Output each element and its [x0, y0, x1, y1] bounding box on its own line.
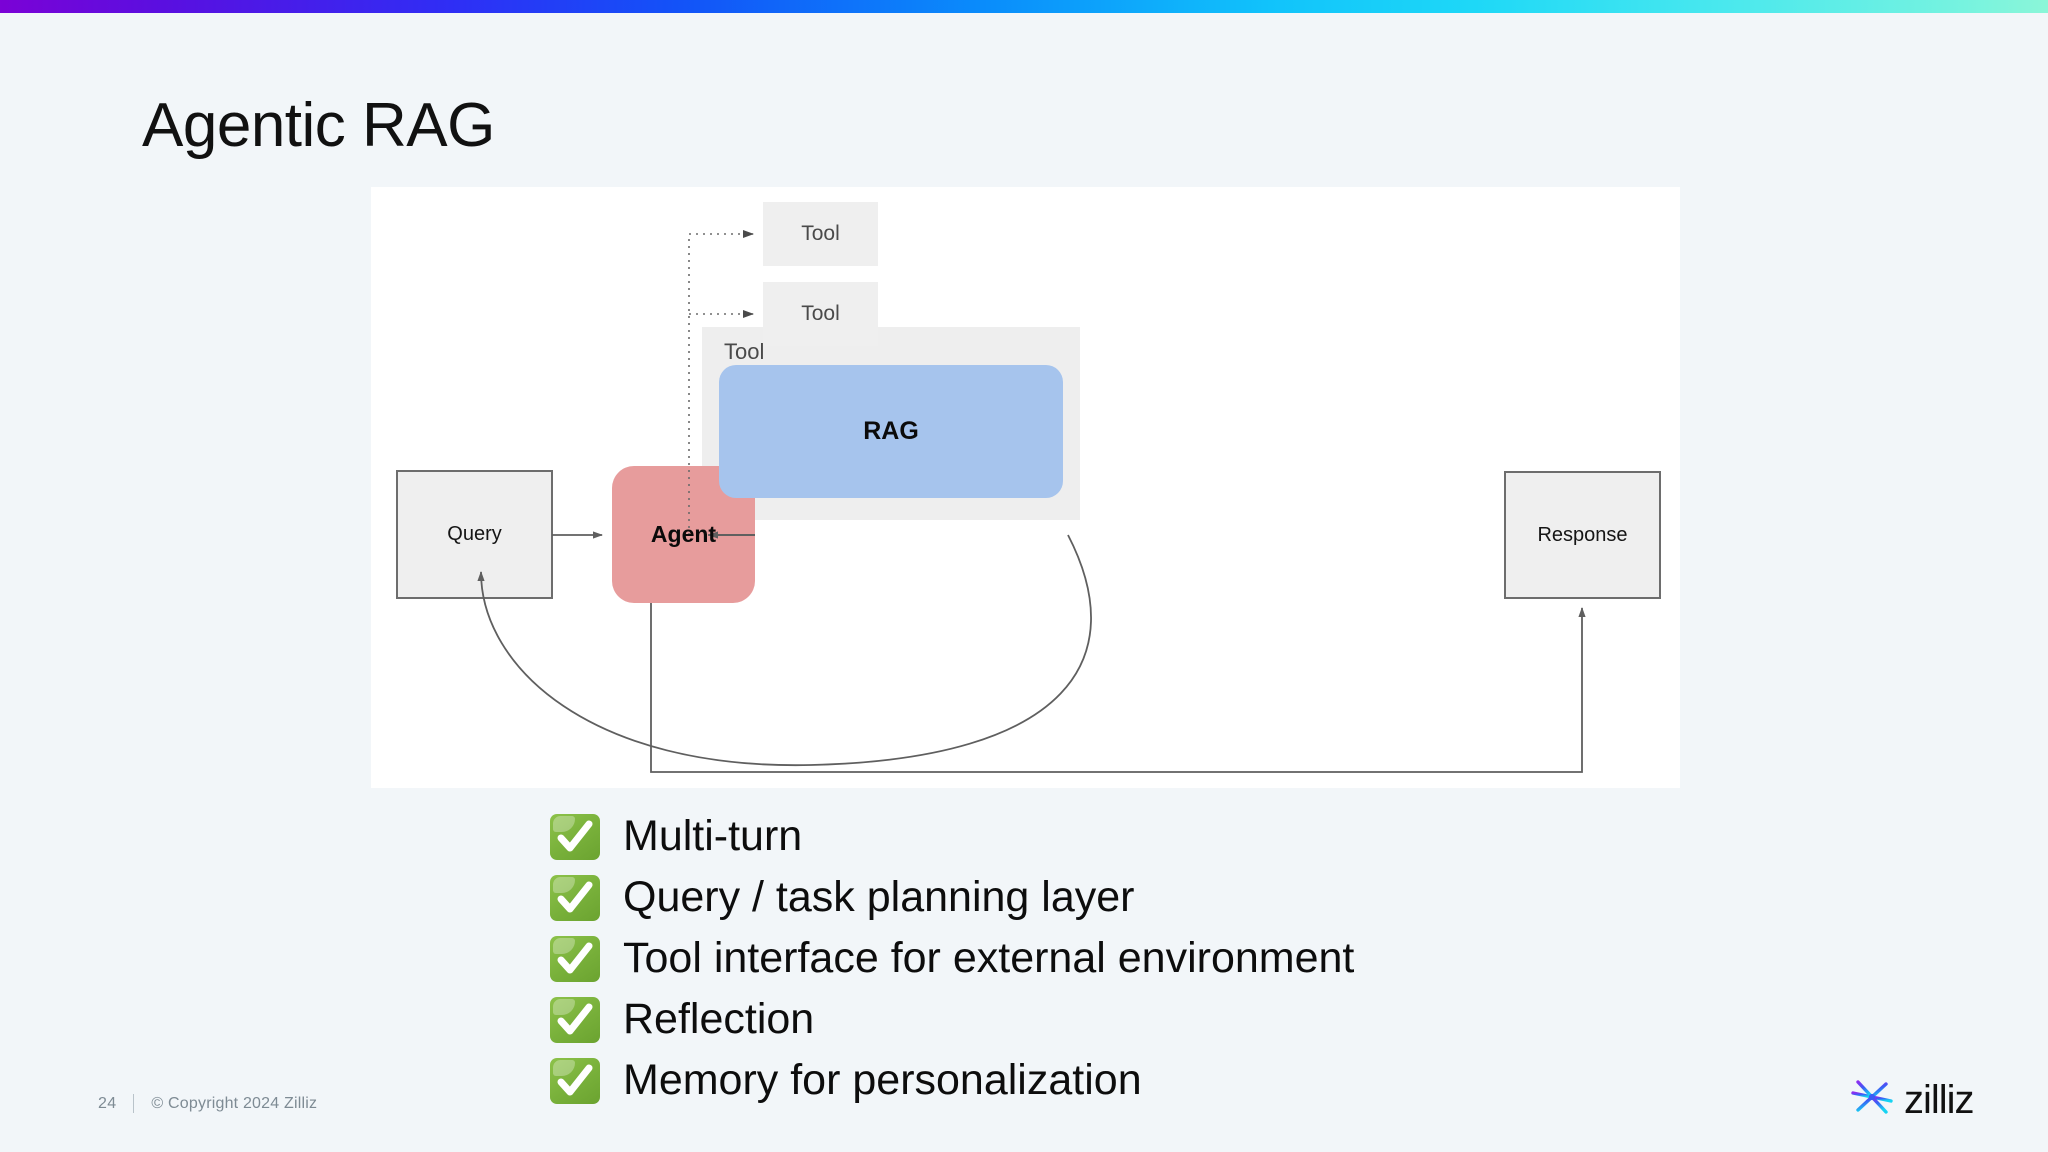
footer-divider [133, 1094, 135, 1113]
footer: 24 © Copyright 2024 Zilliz [98, 1094, 317, 1113]
brand-logo: zilliz [1848, 1073, 1975, 1126]
list-item: Memory for personalization [548, 1050, 1748, 1111]
page-title: Agentic RAG [142, 91, 495, 160]
list-item-label: Tool interface for external environment [623, 934, 1355, 982]
white-check-mark-icon [548, 934, 606, 984]
edge-agent-to-response [650, 603, 1586, 773]
feature-checklist: Multi-turn Query / task planning layer T… [548, 806, 1748, 1111]
rag-rect [719, 365, 1063, 498]
edge-rag-feedback-to-agent [477, 534, 1092, 766]
white-check-mark-icon [548, 1056, 606, 1106]
list-item: Multi-turn [548, 806, 1748, 867]
list-item: Reflection [548, 989, 1748, 1050]
list-item-label: Multi-turn [623, 812, 803, 860]
white-check-mark-icon [548, 812, 606, 862]
list-item-label: Reflection [623, 995, 815, 1043]
white-check-mark-icon [548, 995, 606, 1045]
copyright-text: © Copyright 2024 Zilliz [151, 1094, 318, 1112]
list-item-label: Query / task planning layer [623, 873, 1135, 921]
list-item-label: Memory for personalization [623, 1056, 1142, 1104]
list-item: Tool interface for external environment [548, 928, 1748, 989]
white-check-mark-icon [548, 873, 606, 923]
page-number: 24 [98, 1094, 117, 1112]
zilliz-starburst-icon [1848, 1073, 1896, 1126]
diagram-canvas: Query Agent Tool RAG Tool Tool Response [371, 187, 1680, 788]
tool-middle-rect [763, 282, 878, 346]
list-item: Query / task planning layer [548, 867, 1748, 928]
response-rect [1504, 471, 1661, 599]
query-rect [396, 470, 553, 599]
diagram-graphics [396, 202, 1661, 773]
tool-top-rect [763, 202, 878, 266]
brand-wordmark: zilliz [1904, 1077, 1975, 1122]
agent-rect [612, 466, 755, 603]
top-gradient-bar [0, 0, 2048, 13]
